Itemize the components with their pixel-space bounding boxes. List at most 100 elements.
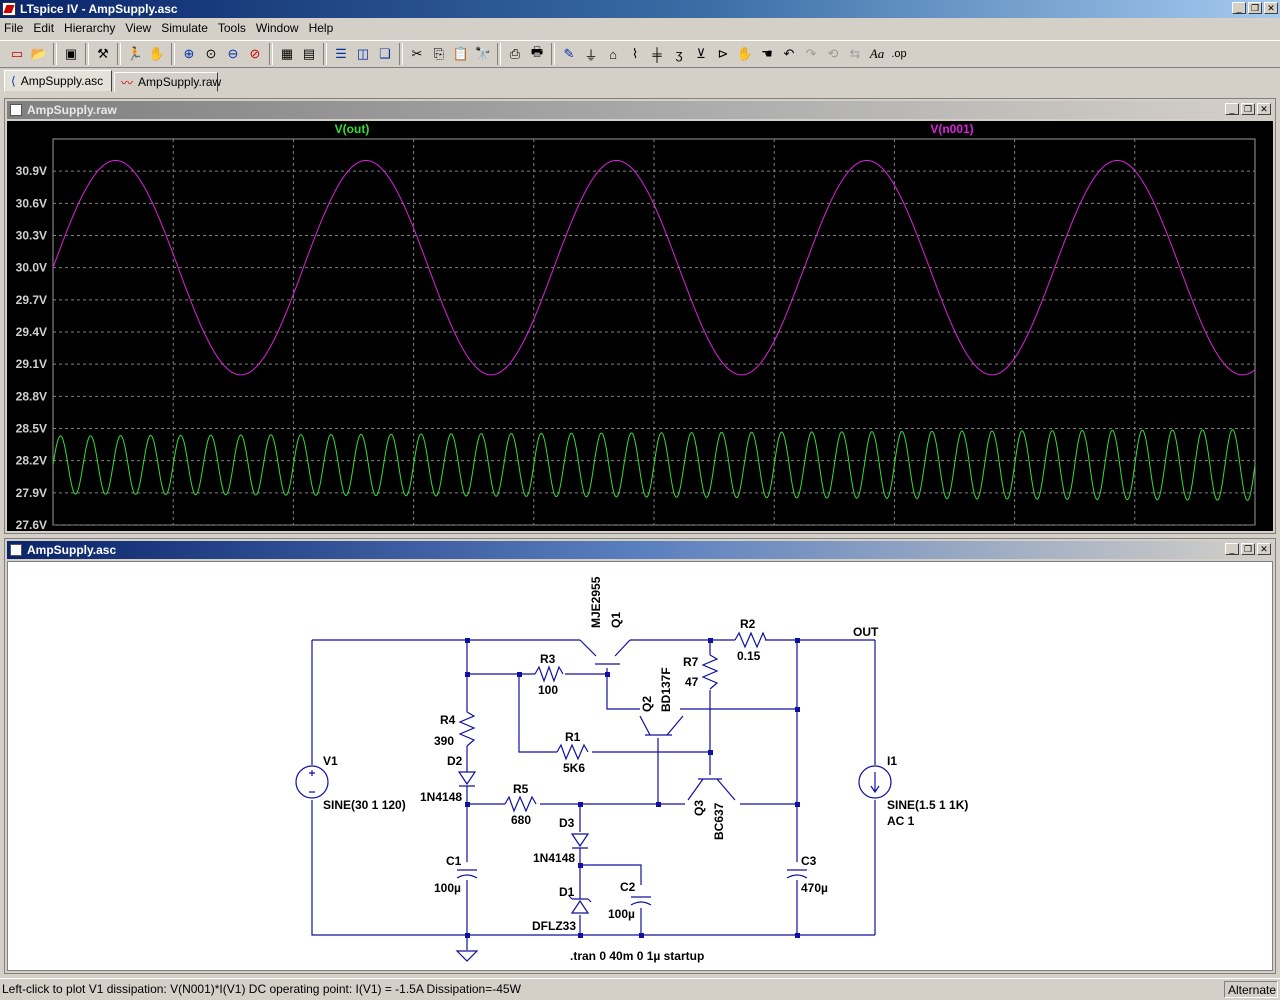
ground-icon[interactable]: ⏚ xyxy=(584,47,598,63)
d3-value: 1N4148 xyxy=(533,851,575,865)
y-tick-label: 29.7V xyxy=(16,293,47,307)
zoom-pan-icon[interactable]: ⊙ xyxy=(205,46,217,61)
label-net-icon[interactable]: ⌂ xyxy=(609,46,617,62)
print-setup-icon[interactable]: ⎙ xyxy=(509,46,521,61)
cut-icon[interactable]: ✂ xyxy=(411,46,423,61)
tile-horizontal-icon[interactable]: ☰ xyxy=(335,46,347,61)
diode-icon[interactable]: ⊻ xyxy=(696,46,706,61)
y-tick-label: 28.8V xyxy=(16,389,47,403)
close-button[interactable]: ✕ xyxy=(1257,543,1271,555)
schematic-drawing[interactable]: MJE2955 Q1 BD137F Q2 BC637 Q3 R2 0.15 OU… xyxy=(8,562,1272,972)
i1-arrow xyxy=(870,772,880,794)
r3-label: R3 xyxy=(540,652,556,666)
move-icon[interactable]: ✋ xyxy=(736,46,754,61)
minimize-button[interactable]: _ xyxy=(1225,103,1239,115)
undo-icon[interactable]: ↶ xyxy=(783,46,795,61)
menu-view[interactable]: View xyxy=(125,21,152,35)
menu-simulate[interactable]: Simulate xyxy=(161,21,208,35)
toolbar-separator xyxy=(171,43,175,65)
minimize-button[interactable]: _ xyxy=(1225,543,1239,555)
q3-part-label: BC637 xyxy=(712,802,726,840)
schematic-canvas[interactable]: MJE2955 Q1 BD137F Q2 BC637 Q3 R2 0.15 OU… xyxy=(7,561,1273,971)
tab-label: AmpSupply.asc xyxy=(20,74,104,88)
copy-icon[interactable]: ⎘ xyxy=(433,46,445,61)
r2-value: 0.15 xyxy=(737,649,761,663)
ground-symbol xyxy=(455,950,479,962)
r3-value: 100 xyxy=(538,683,558,697)
c3-value: 470µ xyxy=(801,881,828,895)
zoom-cancel-icon[interactable]: ⊘ xyxy=(249,46,261,61)
drag-icon[interactable]: ☚ xyxy=(761,46,773,61)
q1-transistor xyxy=(579,639,631,665)
r5-value: 680 xyxy=(511,813,531,827)
status-message: Left-click to plot V1 dissipation: V(N00… xyxy=(2,982,521,996)
redo-icon[interactable]: ↷ xyxy=(805,46,817,61)
i1-value: SINE(1.5 1 1K) xyxy=(887,798,968,812)
plot-area[interactable]: 0ms4ms8ms12ms16ms20ms24ms28ms32ms36ms40m… xyxy=(7,121,1273,546)
zoom-full-icon[interactable]: ▤ xyxy=(302,46,316,61)
menu-file[interactable]: File xyxy=(4,21,24,35)
find-icon[interactable]: 🔭 xyxy=(474,46,492,61)
text-icon[interactable]: Aa xyxy=(869,46,885,61)
menu-edit[interactable]: Edit xyxy=(33,21,55,35)
r7-resistor xyxy=(701,654,719,690)
spice-directive-icon[interactable]: .op xyxy=(891,48,907,60)
autorange-icon[interactable]: ▦ xyxy=(280,46,294,61)
trace-vn001 xyxy=(52,159,1256,376)
close-button[interactable]: ✕ xyxy=(1257,103,1271,115)
menu-hierarchy[interactable]: Hierarchy xyxy=(64,21,116,35)
r4-label: R4 xyxy=(440,713,456,727)
minimize-button[interactable]: _ xyxy=(1232,2,1246,14)
c2-label: C2 xyxy=(620,880,636,894)
c2-value: 100µ xyxy=(608,907,635,921)
c3-capacitor xyxy=(786,869,808,879)
schematic-window-title: AmpSupply.asc xyxy=(27,543,117,557)
zoom-in-icon[interactable]: ⊕ xyxy=(183,46,195,61)
tab-waveform[interactable]: 〰 AmpSupply.raw xyxy=(114,72,221,92)
y-tick-label: 30.6V xyxy=(16,196,47,210)
tab-schematic[interactable]: ⟨ AmpSupply.asc xyxy=(4,70,112,92)
capacitor-icon[interactable]: ╪ xyxy=(652,46,662,62)
r2-label: R2 xyxy=(740,617,756,631)
waveform-window-title: AmpSupply.raw xyxy=(27,103,117,117)
d1-zener-diode xyxy=(568,895,592,914)
hammer-icon[interactable]: ⚒ xyxy=(97,46,109,61)
component-icon[interactable]: ⊳ xyxy=(717,46,729,61)
new-schematic-icon[interactable]: ▭ xyxy=(10,46,24,61)
spice-directive[interactable]: .tran 0 40m 0 1µ startup xyxy=(570,949,704,963)
halt-icon[interactable]: ✋ xyxy=(148,46,166,61)
restore-button[interactable]: ❐ xyxy=(1241,543,1255,555)
mirror-icon[interactable]: ⇆ xyxy=(849,46,861,61)
v1-voltage-source xyxy=(295,765,329,799)
y-tick-label: 28.5V xyxy=(16,422,47,436)
print-icon[interactable]: 🖶 xyxy=(530,44,544,59)
toolbar-separator xyxy=(117,43,121,65)
cascade-icon[interactable]: ❏ xyxy=(379,46,391,61)
rotate-icon[interactable]: ⟲ xyxy=(827,46,839,61)
menu-help[interactable]: Help xyxy=(308,21,334,35)
r1-value: 5K6 xyxy=(563,761,585,775)
open-icon[interactable]: 📂 xyxy=(30,46,48,61)
save-icon[interactable]: ▣ xyxy=(64,46,78,61)
resistor-icon[interactable]: ⌇ xyxy=(631,46,639,61)
schematic-icon xyxy=(10,544,22,556)
r5-label: R5 xyxy=(513,782,529,796)
run-icon[interactable]: 🏃 xyxy=(126,46,144,61)
restore-button[interactable]: ❐ xyxy=(1241,103,1255,115)
close-button[interactable]: ✕ xyxy=(1264,2,1278,14)
r7-label: R7 xyxy=(683,655,699,669)
waveform-chart[interactable]: 0ms4ms8ms12ms16ms20ms24ms28ms32ms36ms40m… xyxy=(7,121,1273,546)
restore-button[interactable]: ❐ xyxy=(1248,2,1262,14)
wire xyxy=(518,674,710,753)
v1-value: SINE(30 1 120) xyxy=(323,798,406,812)
schematic-window-titlebar[interactable]: AmpSupply.asc _ ❐ ✕ xyxy=(7,541,1273,559)
zoom-out-icon[interactable]: ⊖ xyxy=(227,46,239,61)
draw-wire-icon[interactable]: ✎ xyxy=(563,46,575,61)
tile-vertical-icon[interactable]: ◫ xyxy=(356,46,370,61)
paste-icon[interactable]: 📋 xyxy=(452,46,470,61)
c1-label: C1 xyxy=(446,854,462,868)
menu-tools[interactable]: Tools xyxy=(217,21,246,35)
inductor-icon[interactable]: ʒ xyxy=(675,46,683,62)
waveform-window-titlebar[interactable]: AmpSupply.raw _ ❐ ✕ xyxy=(7,101,1273,119)
menu-window[interactable]: Window xyxy=(255,21,299,35)
